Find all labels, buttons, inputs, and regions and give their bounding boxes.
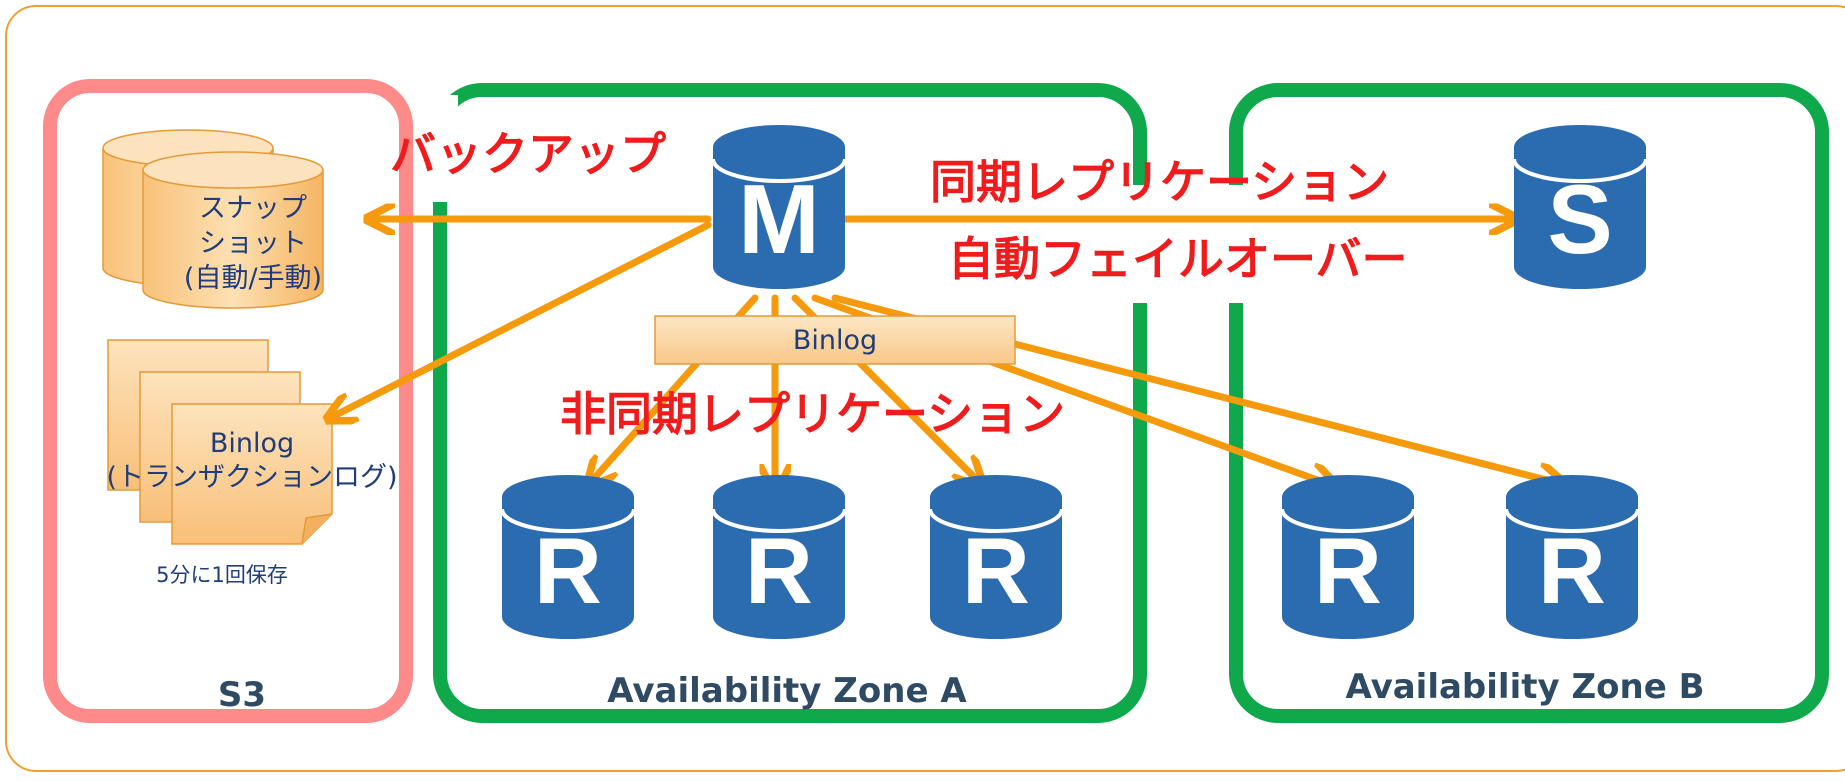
- binlog-bar-label: Binlog: [793, 325, 877, 356]
- replica-db-icon: R: [711, 473, 847, 641]
- snapshot-storage-icon: [102, 129, 324, 309]
- s3-container: [43, 79, 413, 723]
- sync-replication-label: 同期レプリケーション: [930, 155, 1389, 209]
- replica-db-icon: R: [1280, 473, 1416, 641]
- binlog-doc-sublabel: (トランザクションログ): [106, 462, 397, 493]
- replica-db-letter: R: [1538, 518, 1606, 623]
- replica-db-icon: R: [500, 473, 636, 641]
- replica-db-letter: R: [1314, 518, 1382, 623]
- replica-db-icon: R: [1504, 473, 1640, 641]
- snapshot-label-1: スナップ: [199, 193, 307, 224]
- auto-failover-label: 自動フェイルオーバー: [948, 232, 1408, 286]
- master-db-icon: M: [711, 123, 847, 291]
- replica-db-icon: R: [928, 473, 1064, 641]
- snapshot-label-2: ショット: [199, 228, 307, 259]
- replica-db-letter: R: [534, 518, 602, 623]
- backup-label: バックアップ: [390, 127, 666, 181]
- binlog-doc-label: Binlog: [210, 428, 294, 459]
- async-replication-label: 非同期レプリケーション: [560, 387, 1065, 441]
- snapshot-label-3: (自動/手動): [184, 263, 322, 294]
- outer-frame: [5, 5, 1845, 772]
- standby-db-icon: S: [1512, 123, 1648, 291]
- binlog-save-note: 5分に1回保存: [156, 563, 288, 587]
- replica-db-letter: R: [745, 518, 813, 623]
- master-db-letter: M: [738, 164, 820, 274]
- zone-a-label: Availability Zone A: [607, 671, 967, 711]
- standby-db-letter: S: [1547, 164, 1612, 274]
- zone-a-container: [433, 83, 1147, 723]
- zone-b-label: Availability Zone B: [1345, 667, 1704, 707]
- replica-db-letter: R: [962, 518, 1030, 623]
- binlog-documents-icon: [107, 339, 333, 545]
- s3-zone-label: S3: [218, 675, 266, 715]
- binlog-bar: [654, 315, 1016, 365]
